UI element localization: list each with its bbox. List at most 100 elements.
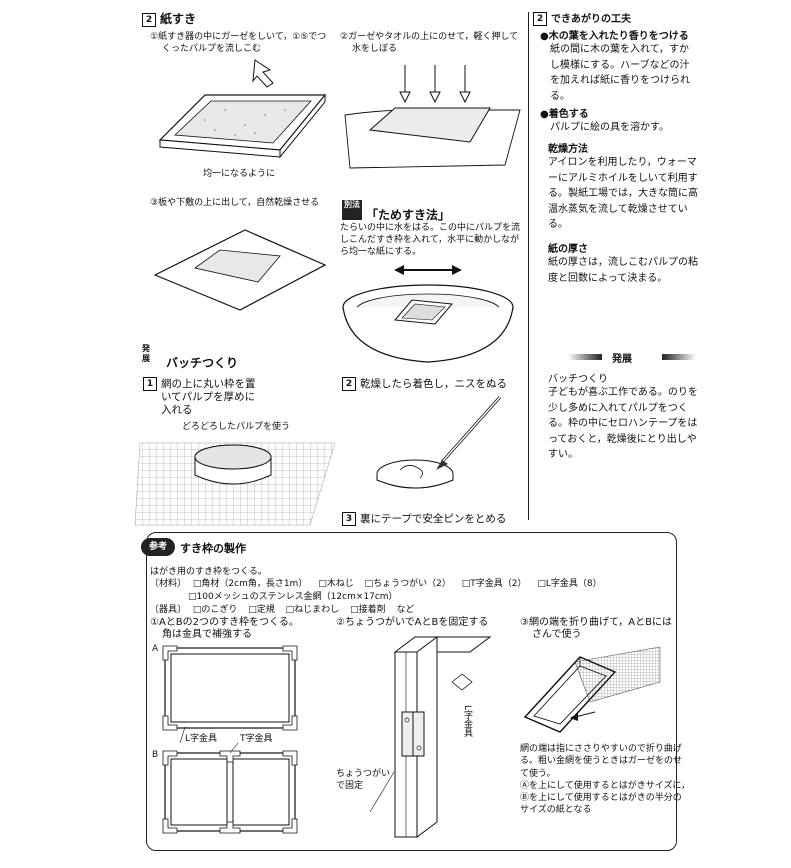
hatten-bar: 発展 xyxy=(568,351,696,365)
step2-line1: ②ガーゼやタオルの上にのせて，軽く押して xyxy=(340,32,519,42)
frame-a-label: A xyxy=(152,644,159,654)
hinge-illustration xyxy=(369,636,492,838)
batch-step1-num: 1 xyxy=(143,377,157,391)
step3-note: 網の端は指にささりやすいので折り曲げ xyxy=(520,744,682,754)
sanko-box xyxy=(146,532,677,851)
drying-head: 乾燥方法 xyxy=(548,144,588,155)
drying-line: ーにアルミホイルをしいて利用す xyxy=(548,172,698,184)
drying-line: る。 xyxy=(548,219,568,230)
section-2-heading: 2 紙すき xyxy=(142,10,196,27)
sanko-step3: ③網の端を折り曲げて，AとBには さんで使う xyxy=(520,617,672,641)
tool-item: □のこぎり xyxy=(192,605,238,615)
material-item: □木ねじ xyxy=(318,579,354,589)
batch-step1-line1: 網の上に丸い枠を置 xyxy=(161,378,256,390)
material-item: □T字金具（2） xyxy=(461,579,527,589)
sidebar-batch-line: る。枠の中にセロハンテープをは xyxy=(548,418,698,429)
step1-caption: 均一になるように xyxy=(203,169,276,179)
tool-item: □接着剤 xyxy=(350,605,386,615)
sidebar-batch-head: バッチつくり xyxy=(548,374,608,385)
material-item: □L字金具（8） xyxy=(537,579,602,589)
hatten-label: 発展 xyxy=(612,354,632,365)
sanko-step3-line1: ③網の端を折り曲げて，AとBには xyxy=(520,617,672,628)
sidebar-number: 2 xyxy=(533,12,547,26)
step3-note: サイズの紙となる xyxy=(520,805,592,816)
batch-step1: 1 網の上に丸い枠を置 いてパルプを厚めに 入れる xyxy=(143,377,256,417)
bullet1-line: 紙の間に木の葉を入れて，すか xyxy=(550,44,689,55)
step1-text: ①紙すき器の中にガーゼをしいて，①⑤でつ くったパルプを流しこむ xyxy=(150,31,326,55)
sidebar-title: できあがりの工夫 xyxy=(551,14,631,25)
sanko-tools: 〔器具〕 □のこぎり □定規 □ねじまわし □接着剤 など xyxy=(150,604,414,616)
material-item: □角材（2cm角，長さ1m） xyxy=(192,579,308,589)
batch-step1-line3: 入れる xyxy=(161,404,193,416)
drying-line: アイロンを利用したり，ウォーマ xyxy=(548,157,697,168)
mesh-ring-illustration xyxy=(134,442,336,526)
hatten-bar-right xyxy=(662,354,696,360)
bullet1-line: し模様にする。ハーブなどの汁 xyxy=(550,59,690,71)
hinge-l-bracket-label: L字金具 xyxy=(462,705,472,738)
t-bracket-label: T字金具 xyxy=(240,734,273,744)
batch-step1-note: どろどろしたパルプを使う xyxy=(182,422,291,432)
batch-step2-text: 乾燥したら着色し，ニスをぬる xyxy=(360,378,507,390)
hatten-badge: 発 展 xyxy=(142,344,150,364)
sidebar-batch-line: っておくと，乾燥後にとり出しや xyxy=(548,433,697,445)
bullet2-head: ●着色する xyxy=(540,109,589,120)
sidebar-batch-line: すい。 xyxy=(548,449,578,460)
step2-text: ②ガーゼやタオルの上にのせて，軽く押して 水をしぼる xyxy=(340,31,518,55)
drying-line: 温水蒸気を流して乾燥させてい xyxy=(548,203,688,215)
bullet1-line: る。 xyxy=(550,90,570,102)
thickness-head: 紙の厚さ xyxy=(548,244,588,255)
bullet1-line: を加えれば紙に香りをつけられ xyxy=(550,75,690,86)
batch-step3: 3 裏にテープで安全ピンをとめる xyxy=(342,512,506,526)
step3-note: Ⓐを上にして使用するとはがきサイズに， xyxy=(520,780,691,791)
batch-step1-line2: いてパルプを厚めに xyxy=(161,391,256,403)
sanko-step1-line1: ①AとBの2つのすき枠をつくる。 xyxy=(150,617,299,628)
step3-note: る。粗い金網を使うときはガーゼをのせ xyxy=(520,756,683,767)
sanko-intro: はがき用のすき枠をつくる。 xyxy=(150,567,267,577)
column-divider xyxy=(528,12,529,520)
tools-label: 〔器具〕 xyxy=(150,605,187,615)
bullet2-line: パルプに絵の具を溶かす。 xyxy=(550,122,669,133)
tool-item: □定規 xyxy=(248,605,275,615)
frames-ab-illustration xyxy=(162,645,298,834)
step3-note: Ⓑを上にして使用するとはがきの半分の xyxy=(520,793,682,804)
sanko-step3-notes: 網の端は指にささりやすいので折り曲げ る。粗い金網を使うときはガーゼをのせ て使… xyxy=(520,743,690,817)
batch-step3-num: 3 xyxy=(342,512,356,526)
mesh-fold-illustration xyxy=(523,646,661,733)
batch-step2-num: 2 xyxy=(342,377,356,391)
step3-note: て使う。 xyxy=(520,768,556,779)
step1-line1: ①紙すき器の中にガーゼをしいて，①⑤でつ xyxy=(150,32,327,42)
batch-step2: 2 乾燥したら着色し，ニスをぬる xyxy=(342,377,507,391)
thickness-line: 紙の厚さは，流しこむパルプの粘 xyxy=(548,257,698,268)
sanko-title: すき枠の製作 xyxy=(180,542,246,555)
sanko-step3-line2: さんで使う xyxy=(532,629,582,640)
betsuho-title: 「ためすき法」 xyxy=(366,208,451,222)
batch-title: バッチつくり xyxy=(166,356,239,370)
hatten-badge-bottom: 展 xyxy=(142,354,150,363)
dry-board-illustration xyxy=(153,229,327,311)
hatten-bar-left xyxy=(568,354,602,360)
l-bracket-label: L字金具 xyxy=(185,734,218,744)
sidebar-batch: バッチつくり 子どもが喜ぶ工作である。のりを 少し多めに入れてパルプをつく る。… xyxy=(548,370,718,463)
tool-item: など xyxy=(396,605,415,615)
betsuho-line3: ら均一な紙にする。 xyxy=(340,247,422,257)
section-number: 2 xyxy=(142,12,156,27)
sanko-materials: 〔材料〕 □角材（2cm角，長さ1m） □木ねじ □ちょうつがい（2） □T字金… xyxy=(150,578,602,590)
sanko-step2-text: ②ちょうつがいでAとBを固定する xyxy=(336,617,489,628)
press-illustration xyxy=(344,65,521,169)
section-title: 紙すき xyxy=(160,12,197,26)
step2-line2: 水をしぼる xyxy=(352,44,398,54)
drying-line: る。製紙工場では，大きな筒に高 xyxy=(548,188,698,199)
sidebar-heading: 2 できあがりの工夫 xyxy=(533,10,631,26)
sidebar-bullet1: ●木の葉を入れたり香りをつける 紙の間に木の葉を入れて，すか し模様にする。ハー… xyxy=(540,27,710,136)
tool-item: □ねじまわし xyxy=(285,605,340,615)
hinge-label: ちょうつがい で固定 xyxy=(336,768,390,792)
sanko-step1: ①AとBの2つのすき枠をつくる。 角は金具で補強する xyxy=(150,617,299,641)
material-item: □ちょうつがい（2） xyxy=(364,579,451,589)
sidebar-batch-line: 少し多めに入れてパルプをつく xyxy=(548,402,688,414)
batch-step3-text: 裏にテープで安全ピンをとめる xyxy=(360,513,507,525)
thickness-line: 度と回数によって決まる。 xyxy=(548,272,668,284)
sidebar-batch-line: 子どもが喜ぶ工作である。のりを xyxy=(548,387,698,398)
betsuho-badge: 別法 xyxy=(342,200,362,220)
bullet1-head: ●木の葉を入れたり香りをつける xyxy=(540,31,689,42)
betsuho-line1: たらいの中に水をはる。この中にパルプを流 xyxy=(340,223,521,233)
